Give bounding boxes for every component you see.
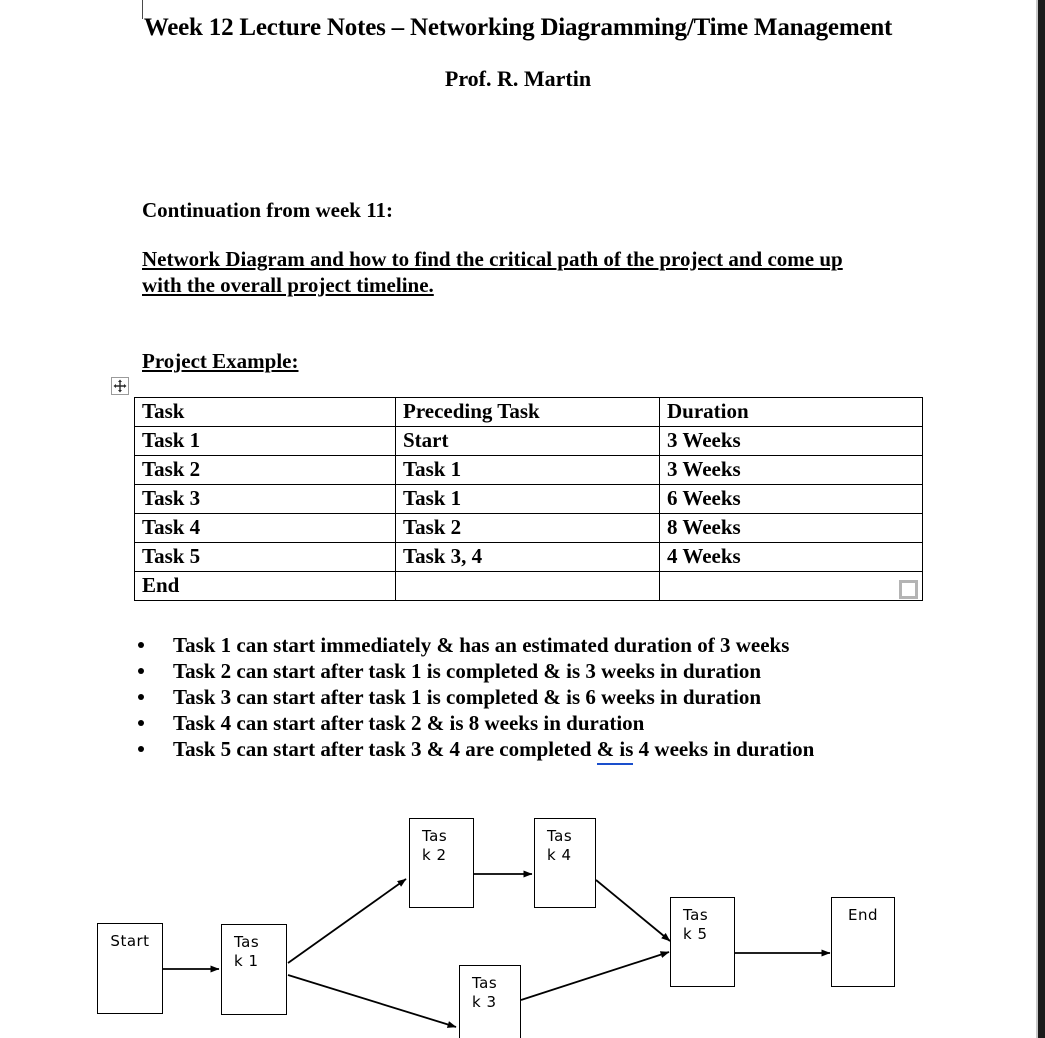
table-header-preceding: Preceding Task bbox=[395, 397, 660, 427]
cell-task[interactable]: Task 3 bbox=[134, 484, 396, 514]
diagram-node-label-line2: k 2 bbox=[422, 846, 447, 864]
table-header-row: Task Preceding Task Duration bbox=[134, 397, 923, 427]
paragraph-network-diagram: Network Diagram and how to find the crit… bbox=[142, 247, 843, 297]
diagram-node-label: End bbox=[847, 906, 878, 924]
table-row[interactable]: Task 1 Start 3 Weeks bbox=[134, 426, 923, 456]
cell-duration[interactable] bbox=[659, 571, 923, 601]
text-caret bbox=[142, 0, 143, 19]
task-description-list: Task 1 can start immediately & has an es… bbox=[138, 632, 814, 765]
table-row[interactable]: Task 4 Task 2 8 Weeks bbox=[134, 513, 923, 543]
paragraph-project-example: Project Example: bbox=[142, 349, 299, 373]
cell-preceding[interactable] bbox=[395, 571, 660, 601]
list-item: Task 3 can start after task 1 is complet… bbox=[138, 684, 814, 710]
diagram-node-end[interactable]: End bbox=[831, 897, 895, 987]
page-outside-area bbox=[1038, 0, 1045, 1038]
cell-task[interactable]: End bbox=[134, 571, 396, 601]
move-cross-icon[interactable] bbox=[111, 377, 129, 395]
list-item-text: Task 3 can start after task 1 is complet… bbox=[173, 685, 762, 709]
cell-task[interactable]: Task 2 bbox=[134, 455, 396, 485]
list-item-text-after: 4 weeks in duration bbox=[633, 737, 815, 761]
paragraph-continuation: Continuation from week 11: bbox=[142, 198, 394, 222]
bullet-dot-icon bbox=[138, 668, 144, 674]
resize-square-icon[interactable] bbox=[899, 580, 918, 599]
list-item: Task 4 can start after task 2 & is 8 wee… bbox=[138, 710, 814, 736]
diagram-node-label-line2: k 3 bbox=[472, 993, 497, 1011]
cell-task[interactable]: Task 4 bbox=[134, 513, 396, 543]
diagram-node-task5[interactable]: Tas k 5 bbox=[670, 897, 735, 987]
table-row[interactable]: Task 3 Task 1 6 Weeks bbox=[134, 484, 923, 514]
cell-preceding[interactable]: Task 1 bbox=[395, 455, 660, 485]
page-right-edge bbox=[1036, 0, 1038, 1038]
list-item: Task 2 can start after task 1 is complet… bbox=[138, 658, 814, 684]
diagram-node-label-line2: k 4 bbox=[547, 846, 572, 864]
bullet-dot-icon bbox=[138, 746, 144, 752]
cell-task[interactable]: Task 1 bbox=[134, 426, 396, 456]
cell-preceding[interactable]: Start bbox=[395, 426, 660, 456]
document-author: Prof. R. Martin bbox=[444, 66, 592, 91]
diagram-node-label-line1: Tas bbox=[472, 974, 498, 992]
bullet-dot-icon bbox=[138, 720, 144, 726]
cell-duration[interactable]: 4 Weeks bbox=[659, 542, 923, 572]
bullet-dot-icon bbox=[138, 642, 144, 648]
cell-duration[interactable]: 8 Weeks bbox=[659, 513, 923, 543]
list-item: Task 5 can start after task 3 & 4 are co… bbox=[138, 736, 814, 765]
diagram-node-task3[interactable]: Tas k 3 bbox=[459, 965, 521, 1038]
cell-preceding[interactable]: Task 2 bbox=[395, 513, 660, 543]
table-row[interactable]: Task 2 Task 1 3 Weeks bbox=[134, 455, 923, 485]
list-item: Task 1 can start immediately & has an es… bbox=[138, 632, 814, 658]
diagram-node-label-line1: Tas bbox=[234, 933, 260, 951]
diagram-node-label-line2: k 1 bbox=[234, 952, 259, 970]
diagram-node-task2[interactable]: Tas k 2 bbox=[409, 818, 474, 908]
diagram-node-label-line1: Tas bbox=[683, 906, 709, 924]
diagram-node-task1[interactable]: Tas k 1 bbox=[221, 924, 287, 1015]
list-item-text: Task 4 can start after task 2 & is 8 wee… bbox=[173, 711, 645, 735]
cell-duration[interactable]: 3 Weeks bbox=[659, 426, 923, 456]
diagram-node-label-line1: Tas bbox=[547, 827, 573, 845]
diagram-node-label: Start bbox=[110, 932, 150, 950]
cell-preceding[interactable]: Task 3, 4 bbox=[395, 542, 660, 572]
diagram-node-label-line2: k 5 bbox=[683, 925, 708, 943]
cell-preceding[interactable]: Task 1 bbox=[395, 484, 660, 514]
table-row[interactable]: End bbox=[134, 571, 923, 601]
grammar-suggestion-mark[interactable]: & is bbox=[596, 736, 634, 765]
list-item-text: Task 2 can start after task 1 is complet… bbox=[173, 659, 762, 683]
table-row[interactable]: Task 5 Task 3, 4 4 Weeks bbox=[134, 542, 923, 572]
diagram-node-label-line1: Tas bbox=[422, 827, 448, 845]
bullet-dot-icon bbox=[138, 694, 144, 700]
cell-duration[interactable]: 6 Weeks bbox=[659, 484, 923, 514]
list-item-text-before: Task 5 can start after task 3 & 4 are co… bbox=[173, 737, 597, 761]
table-header-duration: Duration bbox=[659, 397, 923, 427]
project-table[interactable]: Task Preceding Task Duration Task 1 Star… bbox=[134, 397, 923, 601]
table-header-task: Task bbox=[134, 397, 396, 427]
diagram-node-task4[interactable]: Tas k 4 bbox=[534, 818, 596, 908]
page-title: Week 12 Lecture Notes – Networking Diagr… bbox=[143, 14, 893, 41]
cell-task[interactable]: Task 5 bbox=[134, 542, 396, 572]
list-item-text: Task 1 can start immediately & has an es… bbox=[173, 633, 790, 657]
cell-duration[interactable]: 3 Weeks bbox=[659, 455, 923, 485]
diagram-node-start[interactable]: Start bbox=[97, 923, 163, 1014]
